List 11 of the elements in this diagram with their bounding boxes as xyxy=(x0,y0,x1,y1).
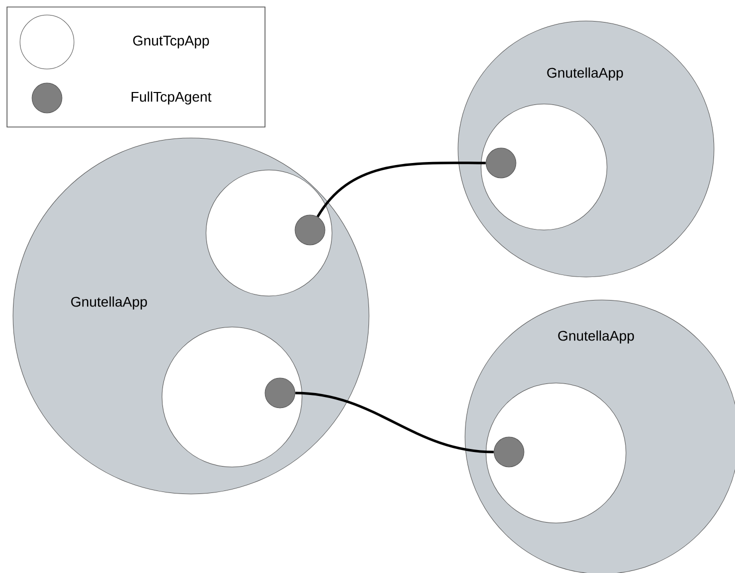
agent-dot xyxy=(486,148,516,178)
connector-line xyxy=(295,392,494,454)
agent-dot xyxy=(494,436,524,468)
agent-dot xyxy=(294,214,326,246)
socket-circle xyxy=(206,170,332,296)
socket-circle xyxy=(486,382,626,524)
legend-label: FullTcpAgent xyxy=(132,91,212,105)
socket-circle xyxy=(480,104,608,230)
socket-circle xyxy=(162,326,302,468)
legend-label: GnutTcpApp xyxy=(133,36,209,48)
agent-dot xyxy=(264,378,296,408)
